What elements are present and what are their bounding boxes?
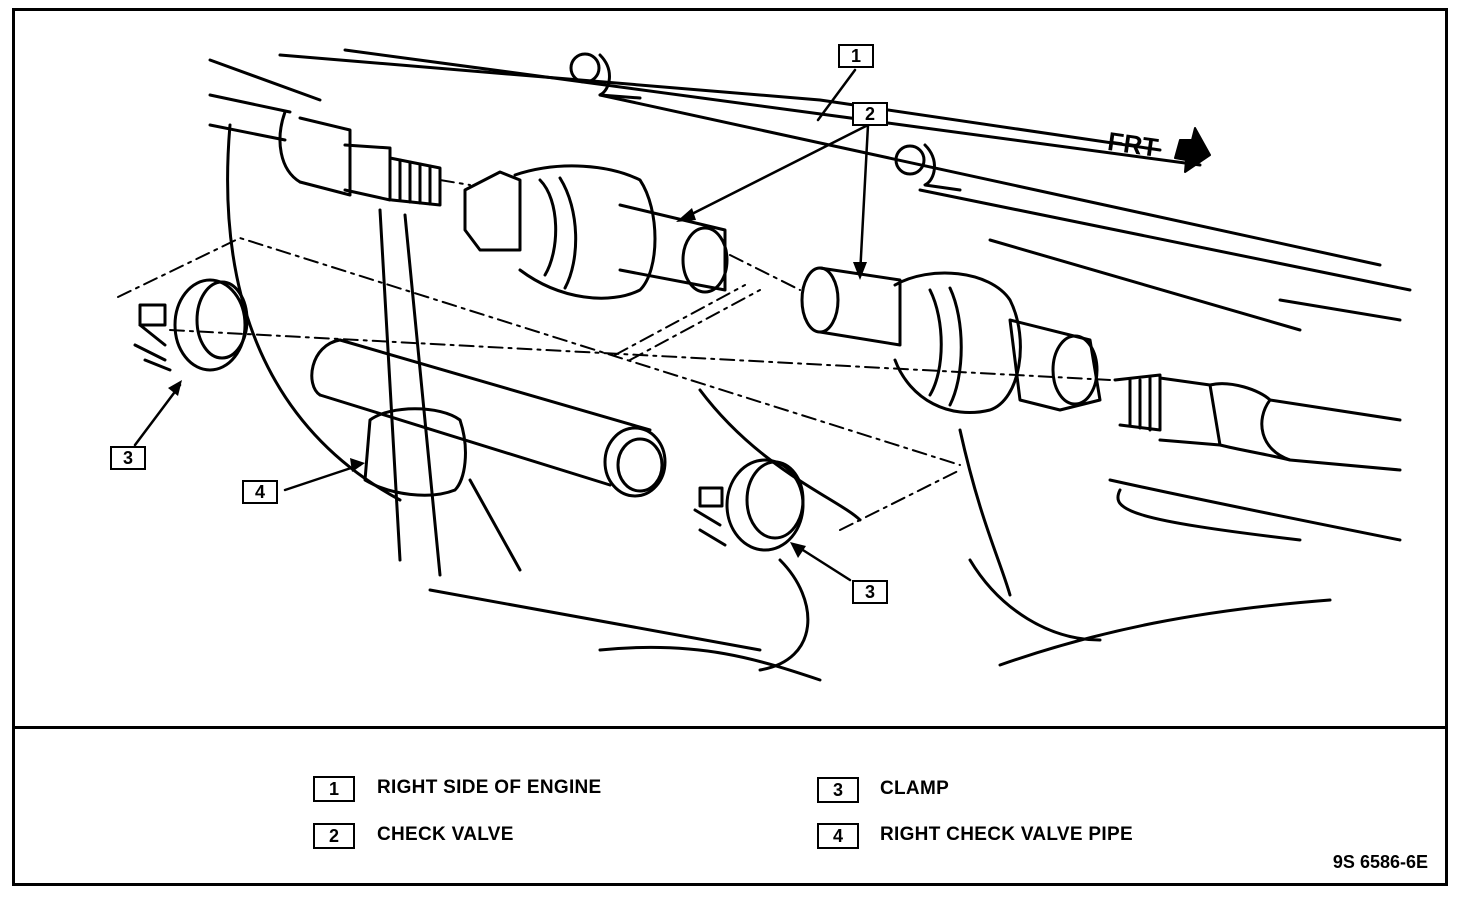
callout-4: 4 [242,480,278,504]
figure-id: 9S 6586-6E [1332,852,1428,872]
check-valve-pipe [310,338,667,498]
engine-outline [208,48,1412,682]
figure-frame [12,8,1448,886]
legend-label: RIGHT CHECK VALVE PIPE [880,824,1133,845]
check-valve-left [463,164,729,300]
right-pipe [1113,373,1402,472]
left-pipe [208,93,442,207]
assembly-centerlines [117,179,1111,531]
callout-3-left: 3 [110,446,146,470]
clamp-left-icon [133,278,249,372]
bolt-boss-icon [569,52,962,192]
legend-number: 4 [817,823,859,849]
front-arrow-icon [1174,127,1211,173]
legend-number: 1 [313,776,355,802]
callout-2: 2 [852,102,888,126]
arrowheads [168,208,867,558]
legend-divider [12,726,1448,729]
check-valve-right [800,266,1102,415]
legend-label: CLAMP [880,778,950,799]
legend-label: CHECK VALVE [377,824,514,845]
legend-number: 2 [313,823,355,849]
legend-label: RIGHT SIDE OF ENGINE [377,777,602,798]
callout-3-right: 3 [852,580,888,604]
callout-1: 1 [838,44,874,68]
clamp-right-icon [693,458,805,552]
leader-arrows [133,68,870,582]
legend-number: 3 [817,777,859,803]
exploded-view-illustration [117,48,1412,682]
